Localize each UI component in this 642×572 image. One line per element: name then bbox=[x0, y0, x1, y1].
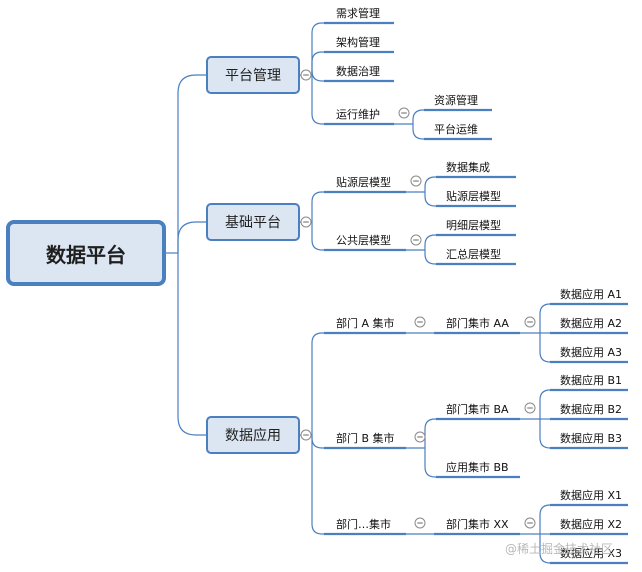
node-data-app-x1[interactable]: 数据应用 X1 bbox=[560, 489, 623, 502]
node-data-app-a3[interactable]: 数据应用 A3 bbox=[560, 346, 623, 359]
branch-platform-management[interactable]: 平台管理 bbox=[206, 56, 300, 94]
node-data-app-x3[interactable]: 数据应用 X3 bbox=[560, 547, 623, 560]
branch-data-application[interactable]: 数据应用 bbox=[206, 416, 300, 454]
node-data-governance[interactable]: 数据治理 bbox=[336, 65, 380, 78]
node-dept-mart-xx[interactable]: 部门集市 XX bbox=[446, 518, 509, 531]
connector-line bbox=[539, 504, 551, 534]
collapse-toggle-icon[interactable] bbox=[524, 517, 536, 529]
node-source-layer-model[interactable]: 贴源层模型 bbox=[336, 176, 391, 189]
root-node[interactable]: 数据平台 bbox=[6, 220, 166, 286]
connector-line bbox=[539, 534, 551, 564]
node-data-integration[interactable]: 数据集成 bbox=[446, 161, 490, 174]
node-common-layer-model[interactable]: 公共层模型 bbox=[336, 234, 391, 247]
branch-base-platform[interactable]: 基础平台 bbox=[206, 203, 300, 241]
node-app-mart-bb[interactable]: 应用集市 BB bbox=[446, 461, 509, 474]
node-data-app-a1[interactable]: 数据应用 A1 bbox=[560, 288, 623, 301]
connector-line bbox=[177, 74, 206, 253]
connector-line bbox=[311, 332, 324, 435]
connector-line bbox=[311, 191, 324, 222]
node-requirement-mgmt[interactable]: 需求管理 bbox=[336, 7, 380, 20]
node-detail-layer-model[interactable]: 明细层模型 bbox=[446, 219, 501, 232]
connector-line bbox=[424, 250, 436, 265]
connector-line bbox=[424, 448, 436, 478]
connector-line bbox=[311, 75, 324, 125]
node-dept-mart-ba[interactable]: 部门集市 BA bbox=[446, 403, 509, 416]
connector-line bbox=[539, 303, 551, 333]
node-dept-a-mart[interactable]: 部门 A 集市 bbox=[336, 317, 395, 330]
node-architecture-mgmt[interactable]: 架构管理 bbox=[336, 36, 380, 49]
node-data-app-a2[interactable]: 数据应用 A2 bbox=[560, 317, 623, 330]
collapse-toggle-icon[interactable] bbox=[410, 175, 422, 187]
connector-line bbox=[311, 435, 324, 449]
collapse-toggle-icon[interactable] bbox=[414, 431, 426, 443]
node-source-layer-model-2[interactable]: 贴源层模型 bbox=[446, 190, 501, 203]
connector-line bbox=[311, 435, 324, 535]
connector-line bbox=[412, 124, 424, 140]
connector-line bbox=[311, 22, 324, 75]
node-data-app-b3[interactable]: 数据应用 B3 bbox=[560, 432, 623, 445]
connector-line bbox=[539, 389, 551, 419]
connector-line bbox=[539, 419, 551, 449]
node-data-app-x2[interactable]: 数据应用 X2 bbox=[560, 518, 623, 531]
node-dept-x-mart[interactable]: 部门…集市 bbox=[336, 518, 391, 531]
node-summary-layer-model[interactable]: 汇总层模型 bbox=[446, 248, 501, 261]
connector-line bbox=[311, 70, 324, 82]
connector-line bbox=[177, 253, 206, 436]
collapse-toggle-icon[interactable] bbox=[524, 316, 536, 328]
collapse-toggle-icon[interactable] bbox=[414, 316, 426, 328]
collapse-toggle-icon[interactable] bbox=[414, 517, 426, 529]
collapse-toggle-icon[interactable] bbox=[524, 402, 536, 414]
node-operation-maintenance[interactable]: 运行维护 bbox=[336, 108, 380, 121]
connector-line bbox=[412, 109, 424, 124]
connector-line bbox=[424, 418, 436, 448]
node-dept-b-mart[interactable]: 部门 B 集市 bbox=[336, 432, 395, 445]
node-platform-ops[interactable]: 平台运维 bbox=[434, 123, 478, 136]
connector-line bbox=[424, 176, 436, 192]
connector-line bbox=[177, 221, 206, 253]
watermark: @稀土掘金技术社区 bbox=[505, 542, 614, 556]
node-data-app-b1[interactable]: 数据应用 B1 bbox=[560, 374, 623, 387]
collapse-toggle-icon[interactable] bbox=[398, 107, 410, 119]
collapse-toggle-icon[interactable] bbox=[300, 69, 312, 81]
collapse-toggle-icon[interactable] bbox=[410, 234, 422, 246]
node-resource-mgmt[interactable]: 资源管理 bbox=[434, 94, 478, 107]
collapse-toggle-icon[interactable] bbox=[300, 429, 312, 441]
node-data-app-b2[interactable]: 数据应用 B2 bbox=[560, 403, 623, 416]
connector-line bbox=[424, 192, 436, 207]
collapse-toggle-icon[interactable] bbox=[300, 216, 312, 228]
connector-line bbox=[539, 333, 551, 363]
connector-line bbox=[424, 234, 436, 250]
node-dept-mart-aa[interactable]: 部门集市 AA bbox=[446, 317, 509, 330]
connector-line bbox=[311, 222, 324, 251]
connector-line bbox=[311, 51, 324, 75]
